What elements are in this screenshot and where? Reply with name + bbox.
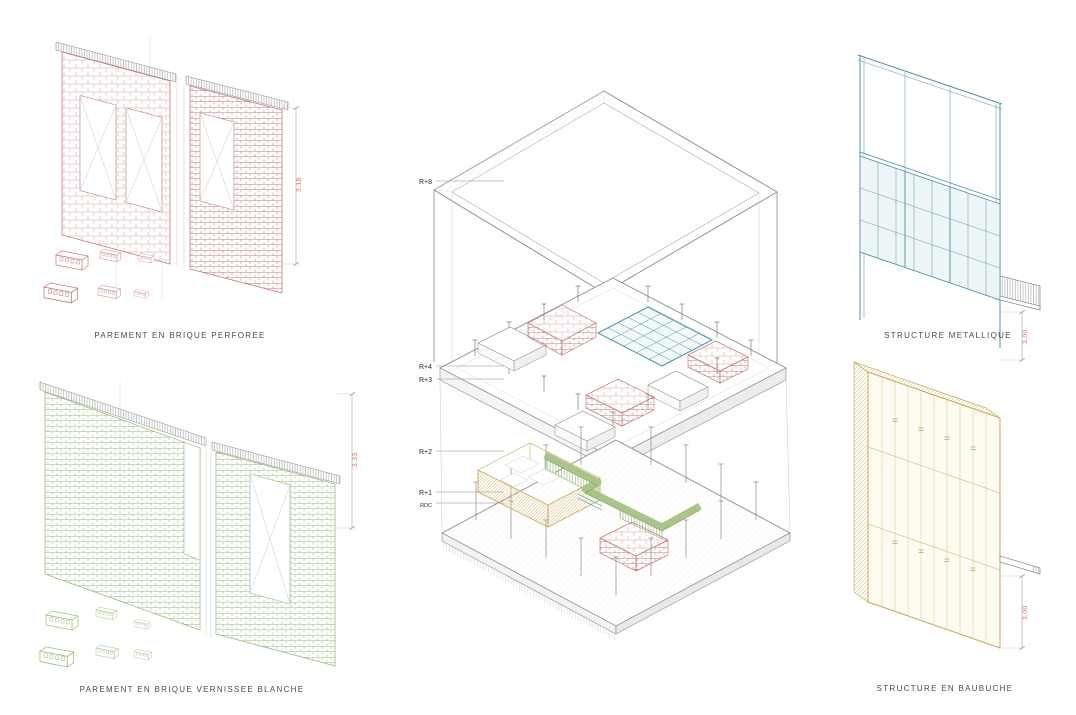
window-opening <box>79 95 117 201</box>
dimension-label: 3.18 <box>296 177 303 192</box>
brick-unit <box>133 649 152 661</box>
ground-hatch <box>442 541 616 641</box>
panel-exploded-axonometric: R+8 R+4 R+3 R+2 R+1 RDC <box>419 90 791 641</box>
pink-roof-volume <box>585 378 655 427</box>
floor-label-r3: R+3 <box>419 377 432 384</box>
panel-side-edge <box>853 361 869 603</box>
balcony <box>999 275 1041 311</box>
upper-floor-slab <box>439 277 787 471</box>
wall-corner-axon <box>39 381 341 667</box>
brick-unit <box>43 282 78 304</box>
brick-unit <box>95 607 118 620</box>
brick-units <box>43 249 155 304</box>
pink-roof-volume <box>599 521 669 572</box>
coping-left <box>39 381 207 447</box>
ground-volumes <box>477 442 702 572</box>
glazing-panels <box>859 155 1001 301</box>
brick-unit <box>95 645 119 659</box>
dimension: 3.18 <box>282 105 303 267</box>
floor-label-r2: R+2 <box>419 449 432 456</box>
coping-right <box>211 441 341 485</box>
brick-unit <box>97 285 121 299</box>
brick-unit <box>133 289 149 299</box>
dimension: 3.00 <box>1002 573 1029 651</box>
panel-divisions <box>867 446 1001 571</box>
brick-unit <box>55 250 89 271</box>
brick-unit <box>133 619 151 630</box>
floor-labels: R+8 R+4 R+3 R+2 R+1 RDC <box>419 179 504 509</box>
pink-roof-volume <box>527 304 597 356</box>
teal-courtyard-grid <box>596 306 714 367</box>
brick-unit <box>99 249 122 262</box>
floor-label-r4: R+4 <box>419 364 432 371</box>
panel-brick-perforated: 3.18 PAREMENT EN BRIQUE PERFOREE <box>43 36 303 340</box>
window-opening <box>199 112 235 211</box>
panel-brick-glazed: 3.33 PAREMENT EN BRIQUE VERNISSEE BLANCH… <box>39 380 359 694</box>
floor-label-r8: R+8 <box>419 179 432 186</box>
brick-unit <box>45 610 79 631</box>
wall-slit-opening <box>183 441 201 561</box>
table <box>504 455 540 474</box>
dimension-label: 3.33 <box>352 452 359 467</box>
dimension: 3.00 <box>1002 309 1029 363</box>
pink-roof-volume <box>687 340 749 384</box>
floor-label-r1: R+1 <box>419 490 432 497</box>
caption-brick-perforated: PAREMENT EN BRIQUE PERFOREE <box>94 331 265 340</box>
dimension: 3.33 <box>337 391 359 531</box>
white-volume <box>477 326 547 372</box>
floor-label-rdc: RDC <box>420 503 432 509</box>
plank-joints <box>881 376 987 644</box>
upper-volumes <box>477 304 749 452</box>
door-opening <box>249 473 291 605</box>
wall-corner-axon <box>55 41 289 294</box>
green-walkway <box>543 451 702 540</box>
coping-left <box>55 41 177 83</box>
white-volume <box>647 370 709 412</box>
floor-ledge <box>999 555 1041 575</box>
caption-brick-glazed: PAREMENT EN BRIQUE VERNISSEE BLANCHE <box>80 685 305 694</box>
teal-stair-rail <box>577 493 603 511</box>
brick-units <box>39 607 152 668</box>
caption-baubuche-structure: STRUCTURE EN BAUBUCHE <box>877 684 1014 693</box>
coping-right <box>185 75 289 111</box>
panel-metal-structure: 3.00 STRUCTURE METALLIQUE <box>857 54 1041 363</box>
dimension-label: 3.00 <box>1022 605 1029 620</box>
panel-baubuche-structure: 3.00 STRUCTURE EN BAUBUCHE <box>853 361 1041 693</box>
table <box>499 472 529 488</box>
brick-unit <box>39 646 74 668</box>
caption-metal-structure: STRUCTURE METALLIQUE <box>884 331 1012 340</box>
timber-panel <box>853 361 1001 649</box>
wall-face-left <box>44 391 201 631</box>
dimension-label: 3.00 <box>1022 329 1029 344</box>
window-opening <box>125 107 163 213</box>
white-volume <box>554 410 616 452</box>
